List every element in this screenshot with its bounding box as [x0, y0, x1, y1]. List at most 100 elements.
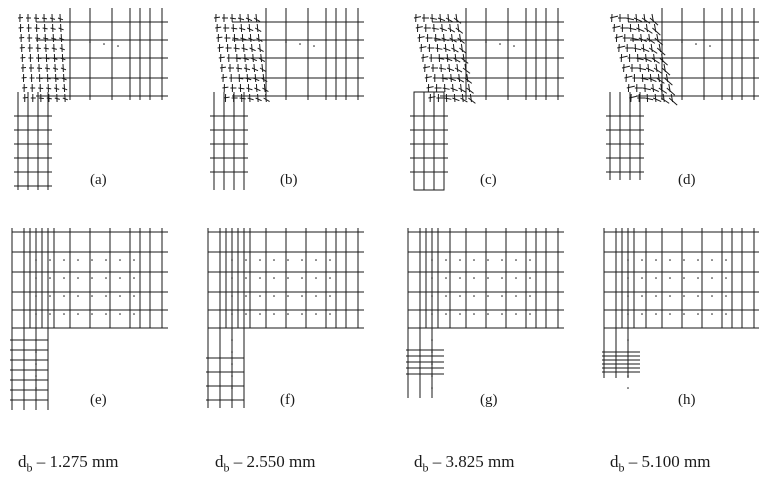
mesh-distorted-segment — [257, 33, 260, 43]
mesh-distorted-segment — [656, 33, 659, 43]
mesh-distorted-segment — [461, 93, 464, 103]
mesh-dot — [287, 313, 289, 315]
mesh-distorted-segment — [633, 17, 643, 23]
mesh-dot — [35, 339, 37, 341]
mesh-dot — [35, 363, 37, 365]
mesh-dot — [259, 295, 261, 297]
mesh-dot — [431, 295, 433, 297]
mesh-distorted-segment — [653, 53, 656, 63]
mesh-dot — [35, 387, 37, 389]
mesh-distorted-segment — [645, 23, 648, 33]
mesh-distorted-segment — [248, 37, 255, 42]
mesh-distorted-segment — [451, 47, 459, 53]
mesh-dot — [315, 313, 317, 315]
mesh-distorted-segment — [637, 23, 640, 33]
mesh-dot — [117, 45, 119, 47]
mesh-distorted-segment — [251, 43, 253, 53]
mesh-dot — [655, 259, 657, 261]
mesh-distorted-segment — [447, 27, 456, 33]
mesh-dot — [119, 277, 121, 279]
mesh-dot — [711, 313, 713, 315]
mesh-distorted-segment — [630, 37, 639, 41]
mesh-distorted-segment — [638, 37, 648, 43]
mesh-distorted-segment — [617, 45, 626, 49]
mesh-dot — [683, 259, 685, 261]
mesh-dot — [627, 351, 629, 353]
mesh-distorted-segment — [652, 97, 662, 103]
caption-3-symbol: d — [414, 452, 423, 471]
mesh-dot — [301, 259, 303, 261]
mesh-dot — [683, 295, 685, 297]
mesh-dot — [245, 313, 247, 315]
mesh-dot — [35, 277, 37, 279]
mesh-dot — [299, 43, 301, 45]
mesh-distorted-segment — [657, 73, 660, 83]
mesh-dot — [49, 295, 51, 297]
mesh-dot — [329, 277, 331, 279]
mesh-dot — [273, 313, 275, 315]
mesh-distorted-segment — [446, 53, 449, 63]
mesh-dot — [655, 295, 657, 297]
caption-2-value: – 2.550 mm — [229, 452, 316, 471]
mesh-dot — [35, 295, 37, 297]
mesh-dot — [119, 313, 121, 315]
mesh-distorted-segment — [437, 17, 446, 22]
mesh-dot — [91, 277, 93, 279]
mesh-distorted-segment — [231, 27, 238, 30]
caption-4-symbol: d — [610, 452, 619, 471]
mesh-dot — [63, 295, 65, 297]
mesh-dot — [655, 277, 657, 279]
mesh-distorted-segment — [663, 63, 666, 73]
mesh-distorted-segment — [653, 23, 657, 33]
mesh-dot — [77, 295, 79, 297]
mesh-dot — [431, 351, 433, 353]
panel-label: (b) — [280, 172, 298, 188]
mesh-distorted-segment — [223, 96, 230, 99]
mesh-dot — [313, 45, 315, 47]
mesh-dot — [231, 277, 233, 279]
mesh-dot — [259, 259, 261, 261]
mesh-distorted-segment — [256, 23, 259, 33]
mesh-distorted-segment — [452, 57, 461, 63]
mesh-distorted-segment — [656, 47, 666, 56]
mesh-distorted-segment — [221, 76, 228, 79]
mesh-distorted-segment — [233, 47, 240, 50]
mesh-dot — [35, 351, 37, 353]
mesh-dot — [273, 295, 275, 297]
mesh-distorted-segment — [612, 25, 621, 29]
mesh-dot — [301, 295, 303, 297]
mesh-distorted-segment — [413, 16, 422, 19]
mesh-distorted-segment — [648, 33, 651, 43]
mesh-distorted-segment — [262, 73, 265, 83]
mesh-distorted-segment — [658, 43, 662, 53]
mesh-dot — [669, 259, 671, 261]
mesh-dot — [501, 277, 503, 279]
mesh-distorted-segment — [668, 83, 671, 93]
mesh-distorted-segment — [652, 83, 655, 93]
mesh-dot — [445, 277, 447, 279]
mesh-distorted-segment — [469, 93, 472, 103]
mesh-dot — [49, 313, 51, 315]
mesh-dot — [231, 351, 233, 353]
mesh-distorted-segment — [654, 93, 657, 103]
mesh-dot — [627, 363, 629, 365]
mesh-distorted-segment — [222, 86, 229, 89]
mesh-dot — [315, 295, 317, 297]
panel-label: (h) — [678, 392, 696, 408]
mesh-distorted-segment — [247, 97, 254, 101]
caption-2-subscript: b — [223, 460, 230, 475]
mesh-dot — [91, 259, 93, 261]
mesh-distorted-segment — [254, 73, 257, 83]
mesh-dot — [285, 41, 287, 43]
mesh-dot — [63, 313, 65, 315]
mesh-distorted-segment — [448, 77, 456, 82]
mesh-dot — [77, 259, 79, 261]
mesh-dot — [725, 313, 727, 315]
mesh-distorted-segment — [459, 33, 462, 43]
mesh-distorted-segment — [468, 83, 471, 93]
mesh-dot — [273, 277, 275, 279]
mesh-dot — [329, 259, 331, 261]
mesh-distorted-segment — [635, 13, 638, 23]
mesh-distorted-segment — [650, 43, 653, 53]
mesh-distorted-segment — [668, 97, 678, 106]
